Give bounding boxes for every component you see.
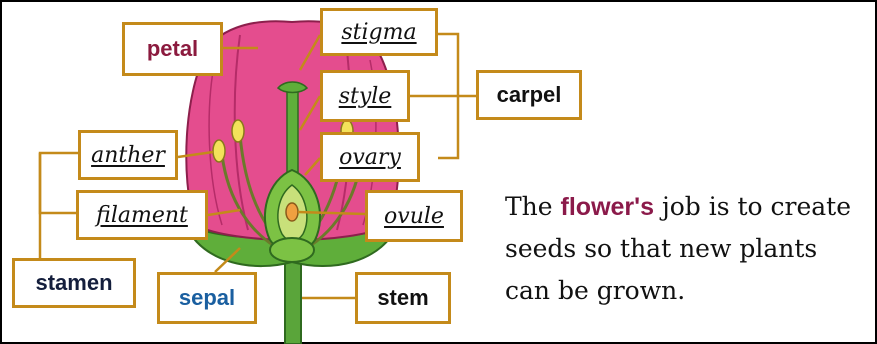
caption-before: The (505, 192, 561, 221)
stem-label-box: stem (355, 272, 451, 324)
stamen-label-box: stamen (12, 258, 136, 308)
stigma-label-box: stigma (320, 8, 438, 56)
filament-label-box: filament (76, 190, 208, 240)
carpel-label: carpel (497, 82, 562, 108)
petal-label-box: petal (122, 22, 223, 76)
caption-text: The flower's job is to create seeds so t… (505, 186, 860, 312)
carpel-label-box: carpel (476, 70, 582, 120)
anther-shape (213, 140, 225, 162)
stigma-label: stigma (341, 20, 416, 45)
ovary-label-box: ovary (320, 132, 420, 182)
anther-label: anther (91, 143, 165, 168)
ovary-label: ovary (339, 145, 401, 170)
petal-label: petal (147, 36, 198, 62)
stigma-shape (278, 82, 307, 93)
anther-label-box: anther (78, 130, 178, 180)
ovule-label: ovule (384, 204, 444, 229)
filament-label: filament (96, 203, 188, 228)
stamen-label: stamen (35, 270, 112, 296)
ovule-shape (286, 203, 298, 221)
ovule-label-box: ovule (365, 190, 463, 242)
sepal-label-box: sepal (157, 272, 257, 324)
style-label: style (339, 84, 392, 109)
style-label-box: style (320, 70, 410, 122)
caption-highlight: flower's (561, 193, 654, 221)
sepal-label: sepal (179, 285, 235, 311)
stem-label: stem (377, 285, 428, 311)
